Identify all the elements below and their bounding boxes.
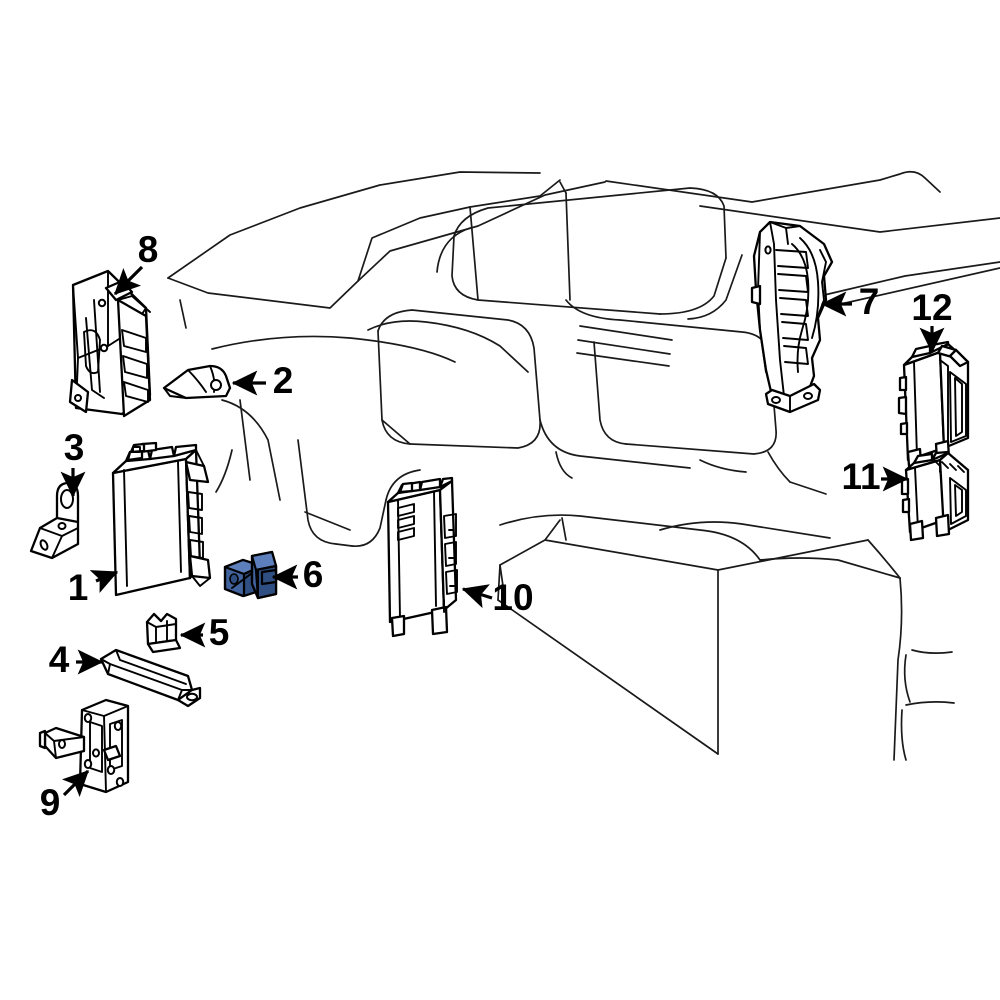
callout-number-5: 5 — [209, 612, 230, 653]
part-1-junction-block[interactable] — [111, 441, 212, 597]
callout-number-12: 12 — [911, 287, 952, 328]
leader-8 — [113, 265, 144, 296]
dashboard-background-illustration — [167, 170, 1000, 761]
callout-number-9: 9 — [40, 782, 61, 823]
part-10-gateway-ecu[interactable] — [386, 476, 458, 638]
callout-number-4: 4 — [49, 639, 70, 680]
callout-numbers: 1 2 3 4 5 6 7 8 9 10 11 12 — [40, 229, 953, 823]
callout-number-10: 10 — [492, 577, 533, 618]
part-4-cover-tray[interactable] — [99, 648, 202, 708]
part-6-harness-clamp-connector[interactable] — [223, 550, 278, 600]
part-9-mounting-plate[interactable] — [38, 698, 130, 794]
callout-number-6: 6 — [303, 554, 324, 595]
part-11-monitor-ecu[interactable] — [900, 450, 970, 542]
callout-number-8: 8 — [138, 229, 159, 270]
part-8-relay-block[interactable] — [68, 269, 152, 418]
leader-10 — [461, 584, 493, 609]
leader-9 — [61, 769, 90, 798]
part-3-mounting-bracket[interactable] — [29, 481, 80, 560]
part-7-reinforcement-bracket[interactable] — [750, 220, 834, 414]
part-2-wedge-bracket[interactable] — [162, 364, 232, 400]
callout-number-3: 3 — [64, 427, 85, 468]
callout-number-1: 1 — [68, 567, 89, 608]
callout-number-2: 2 — [273, 360, 294, 401]
callout-number-7: 7 — [859, 281, 880, 322]
callout-number-11: 11 — [841, 456, 880, 497]
leader-1 — [89, 570, 119, 594]
part-5-connector-cap[interactable] — [145, 612, 182, 654]
part-12-body-control-module[interactable] — [897, 340, 970, 468]
callout-leaders — [60, 265, 945, 798]
